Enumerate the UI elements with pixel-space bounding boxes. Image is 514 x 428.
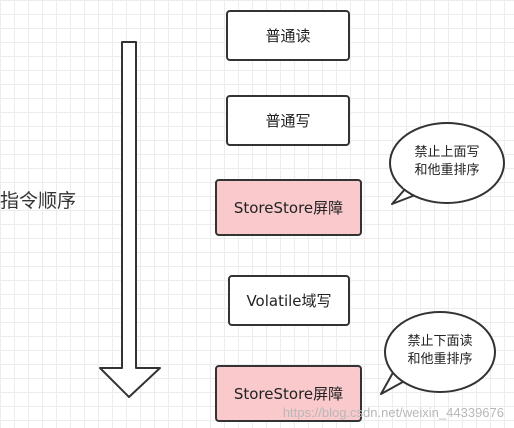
speech-bubble-top (389, 122, 505, 205)
speech-bubble-bottom (380, 311, 496, 395)
step-storestore-barrier-2: StoreStore屏障 (215, 365, 362, 422)
instruction-order-label: 指令顺序 (0, 190, 77, 212)
watermark: https://blog.csdn.net/weixin_44339676 (282, 405, 504, 420)
bubble-top-line2: 和他重排序 (414, 163, 480, 178)
step-normal-write: 普通写 (226, 95, 350, 146)
bubble-bottom-line2: 和他重排序 (407, 352, 473, 367)
step-volatile-write: Volatile域写 (228, 275, 350, 326)
step-normal-read: 普通读 (226, 10, 350, 61)
bubble-bottom-text: 禁止下面读 和他重排序 (403, 333, 477, 369)
bubble-bottom-line1: 禁止下面读 (407, 334, 473, 349)
down-arrow-icon (99, 41, 161, 398)
step-storestore-barrier-1: StoreStore屏障 (215, 179, 362, 236)
bubble-top-text: 禁止上面写 和他重排序 (410, 144, 484, 180)
bubble-top-line1: 禁止上面写 (414, 145, 480, 160)
